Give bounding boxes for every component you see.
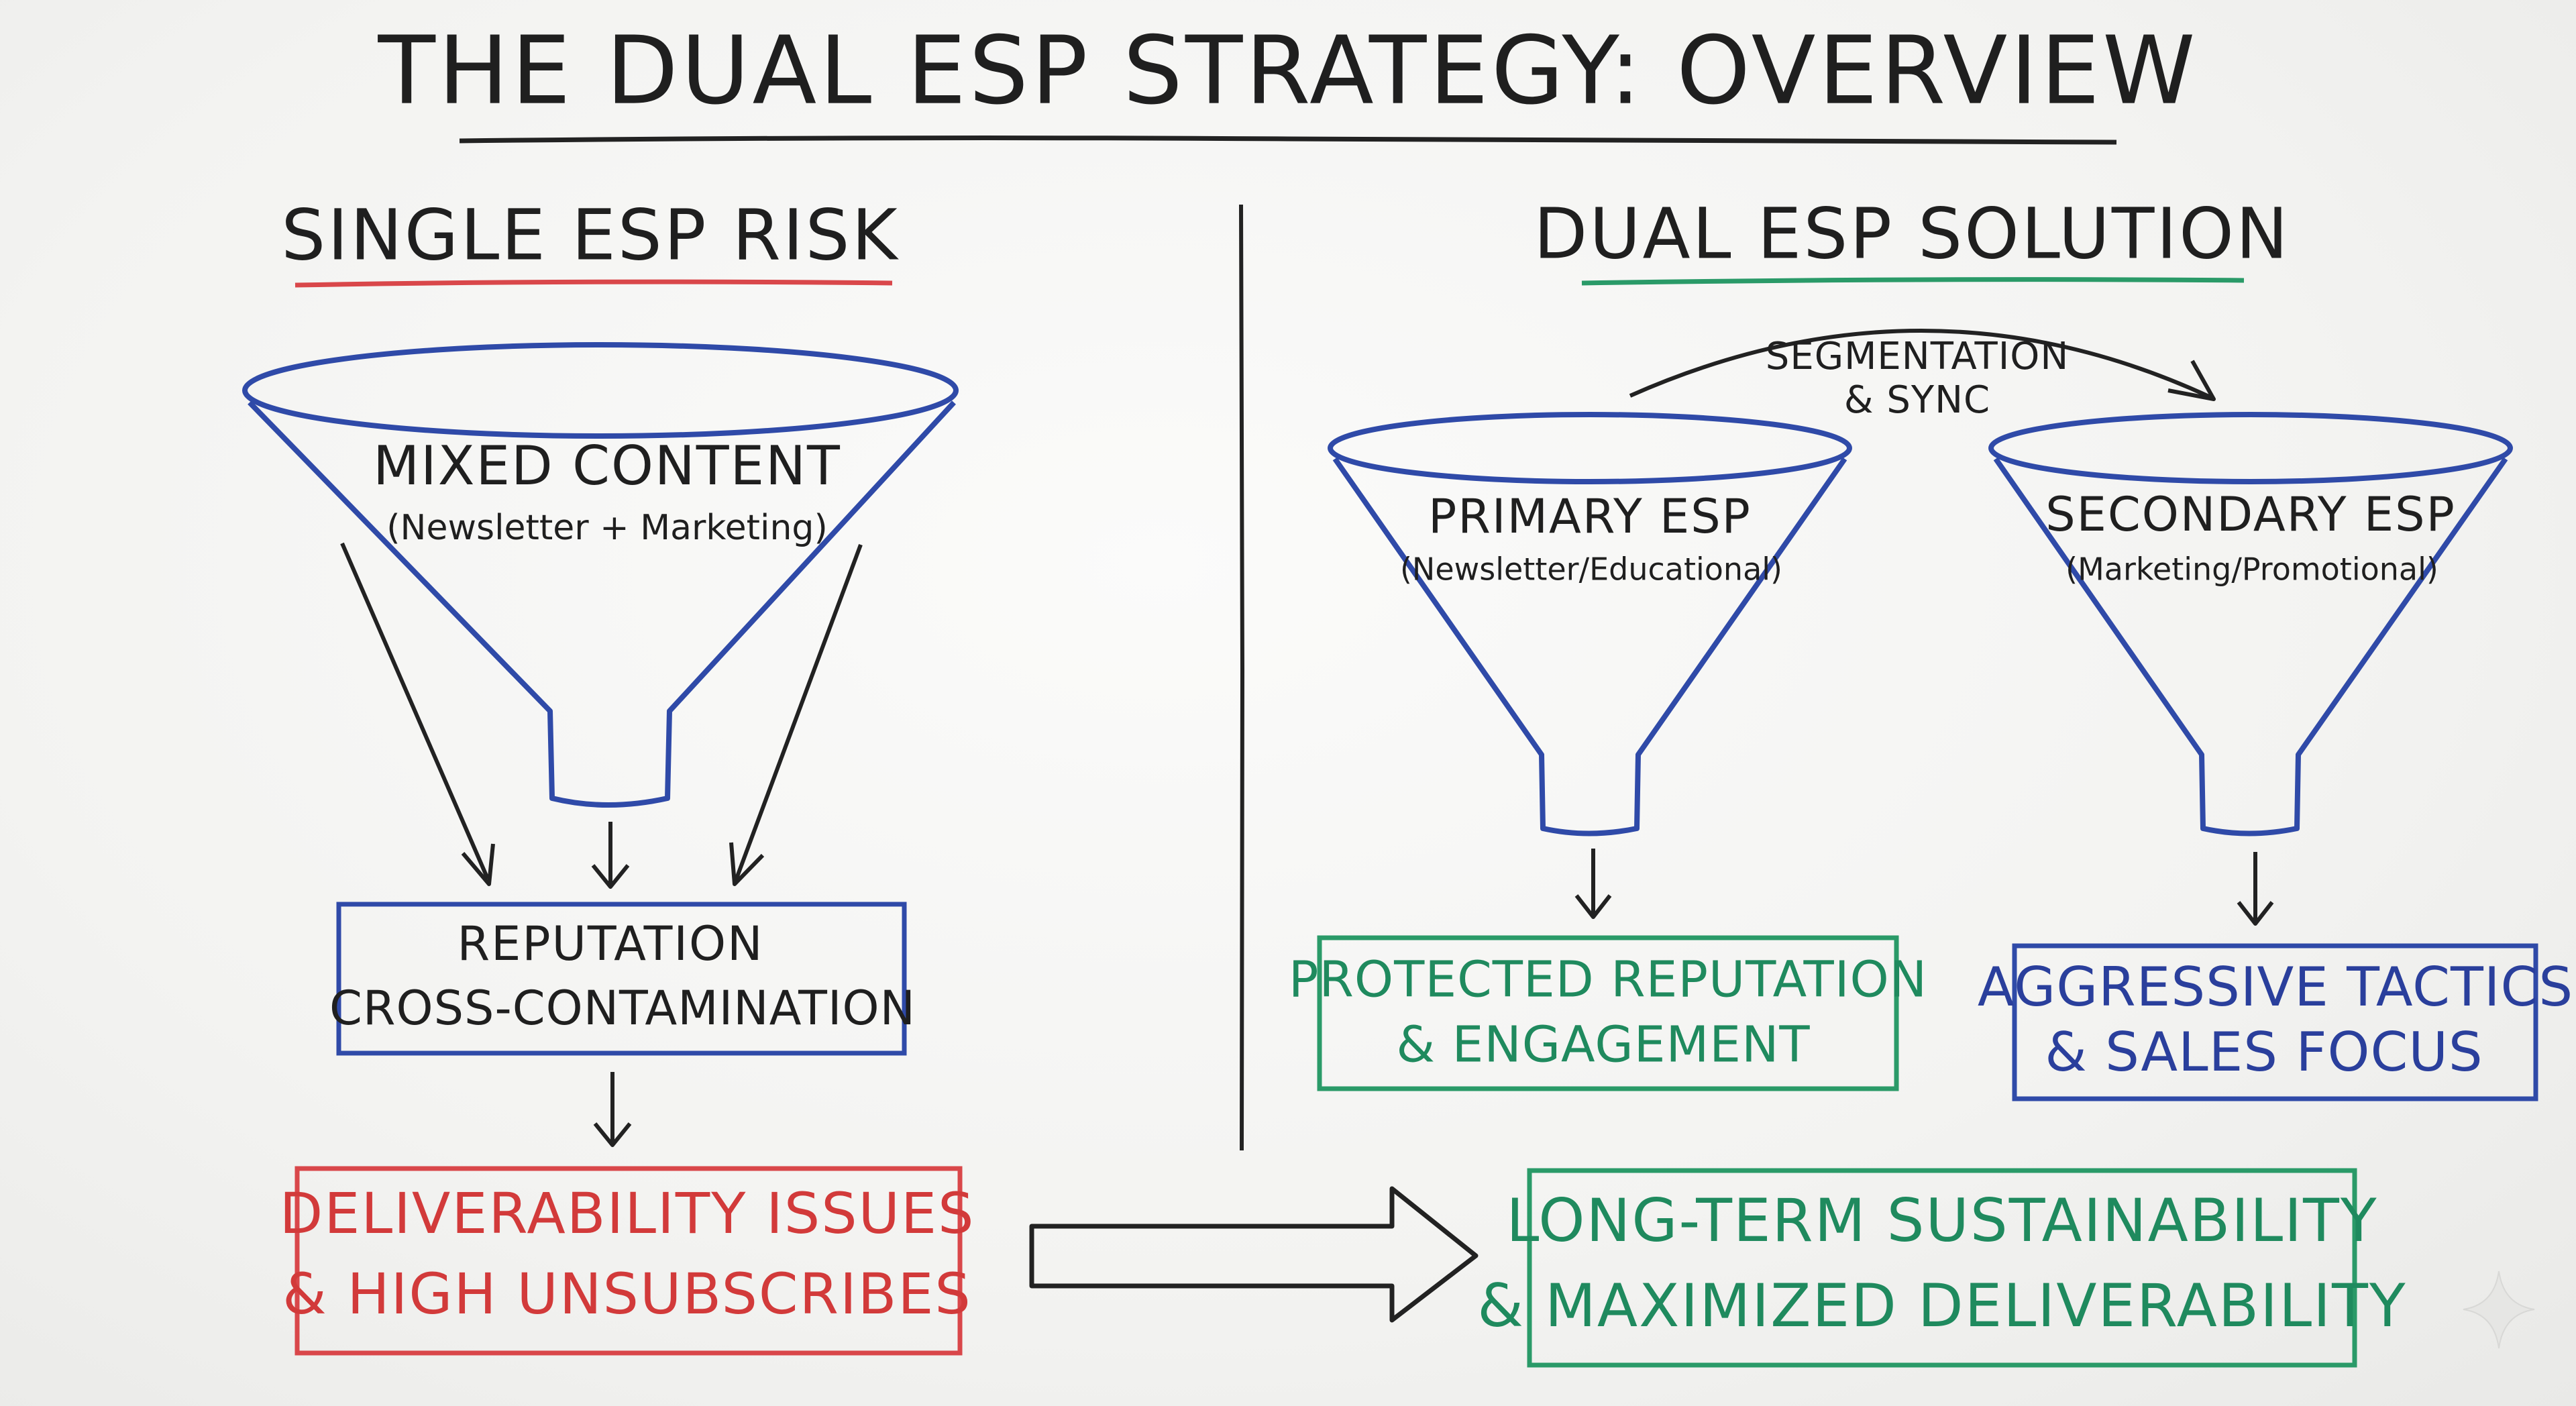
sustainability-line2: & MAXIMIZED DELIVERABILITY [1477, 1271, 2406, 1340]
sparkle-icon [2463, 1270, 2535, 1349]
right-side-arrow-icon [729, 543, 863, 886]
center-divider [1239, 204, 1245, 1151]
title-underline [459, 136, 2117, 145]
deliverability-issues-line1: DELIVERABILITY ISSUES [280, 1181, 975, 1246]
reputation-line2: CROSS-CONTAMINATION [329, 981, 916, 1036]
aggressive-tactics-line2: & SALES FOCUS [2045, 1021, 2483, 1083]
reputation-line1: REPUTATION [458, 916, 764, 971]
secondary-esp-funnel [1988, 412, 2513, 836]
page-title: THE DUAL ESP STRATEGY: OVERVIEW [377, 17, 2198, 126]
primary-esp-label: PRIMARY ESP [1428, 489, 1752, 544]
transition-arrow-icon [1029, 1186, 1479, 1323]
protected-reputation-line2: & ENGAGEMENT [1396, 1016, 1810, 1074]
secondary-esp-sublabel: (Marketing/Promotional) [2065, 551, 2438, 588]
deliverability-issues-box [294, 1166, 963, 1356]
sync-arrow-icon [1629, 329, 2216, 401]
left-heading-underline [294, 279, 893, 288]
mixed-content-sublabel: (Newsletter + Marketing) [386, 508, 827, 548]
left-heading: SINGLE ESP RISK [281, 194, 899, 276]
primary-esp-funnel [1328, 412, 1852, 836]
left-center-arrow-icon [591, 822, 630, 889]
reputation-box [336, 902, 907, 1056]
mixed-content-label: MIXED CONTENT [373, 435, 841, 497]
secondary-down-arrow-icon [2237, 852, 2274, 926]
aggressive-tactics-box [2012, 943, 2538, 1101]
left-side-arrow-icon [340, 542, 495, 886]
down-arrow-icon [593, 1072, 632, 1147]
sustainability-box [1527, 1168, 2357, 1368]
protected-reputation-line1: PROTECTED REPUTATION [1289, 951, 1927, 1009]
secondary-esp-label: SECONDARY ESP [2045, 487, 2456, 542]
aggressive-tactics-line1: AGGRESSIVE TACTICS [1978, 956, 2573, 1018]
sustainability-line1: LONG-TERM SUSTAINABILITY [1506, 1186, 2377, 1255]
sync-label-line1: SEGMENTATION [1766, 335, 2069, 378]
primary-esp-sublabel: (Newsletter/Educational) [1400, 551, 1782, 588]
primary-down-arrow-icon [1574, 849, 1612, 919]
protected-reputation-box [1317, 935, 1899, 1091]
right-heading: DUAL ESP SOLUTION [1534, 193, 2290, 274]
sync-label-line2: & SYNC [1844, 378, 1990, 422]
right-heading-underline [1581, 277, 2245, 286]
deliverability-issues-line2: & HIGH UNSUBSCRIBES [282, 1261, 972, 1327]
mixed-content-funnel [242, 342, 959, 808]
